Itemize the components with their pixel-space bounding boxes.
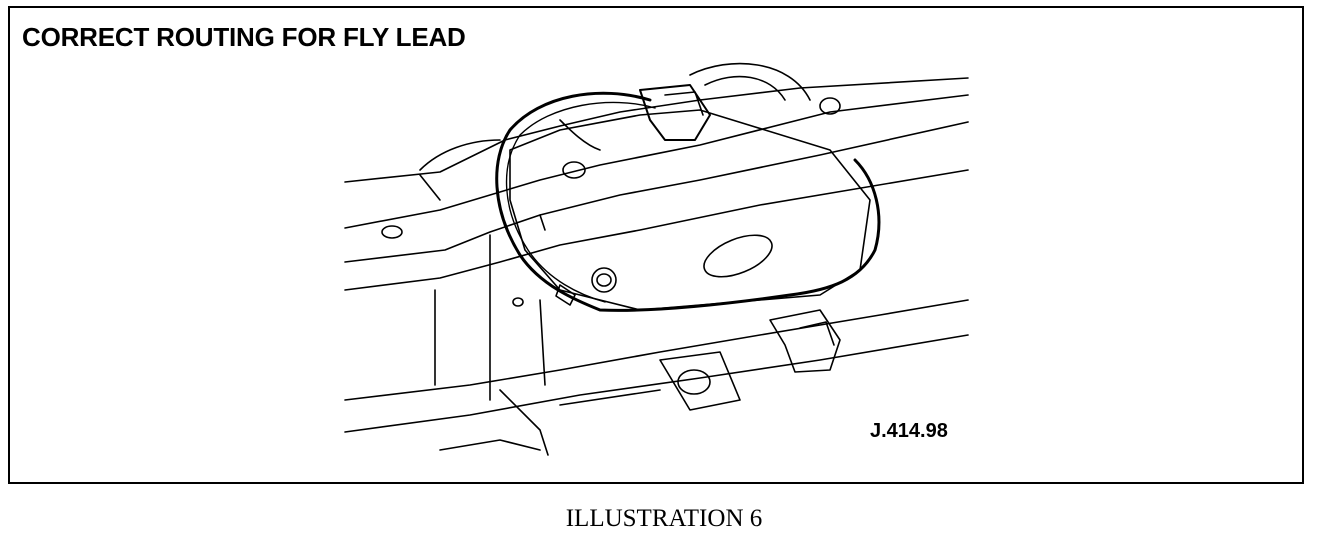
fly-lead-harness — [495, 91, 881, 312]
illustration-frame: CORRECT ROUTING FOR FLY LEAD — [8, 6, 1304, 484]
crossmember-upper — [344, 299, 969, 401]
bolt-head-3 — [591, 267, 617, 293]
figure-title: CORRECT ROUTING FOR FLY LEAD — [22, 22, 466, 52]
frame-rail-lower-edge — [344, 169, 969, 291]
frame-rail-upper-edge — [344, 77, 969, 183]
hub-outline — [689, 62, 811, 101]
fly-lead-connector — [639, 84, 711, 141]
crossmember-lower — [344, 334, 969, 433]
figure-caption: ILLUSTRATION 6 — [565, 505, 763, 532]
frame-hole-2 — [512, 297, 524, 307]
bolt-head-1 — [562, 161, 586, 179]
frame-rail-top-edge — [344, 94, 969, 229]
bolt-head-2 — [819, 97, 841, 115]
connector-block — [769, 309, 841, 373]
frame-hole-1 — [381, 225, 403, 239]
cable-tie — [555, 284, 576, 306]
plate-slot — [703, 234, 773, 278]
reference-code: J.414.98 — [870, 420, 948, 442]
frame-rail-mid-edge — [344, 121, 969, 263]
mount-pad — [659, 351, 741, 411]
